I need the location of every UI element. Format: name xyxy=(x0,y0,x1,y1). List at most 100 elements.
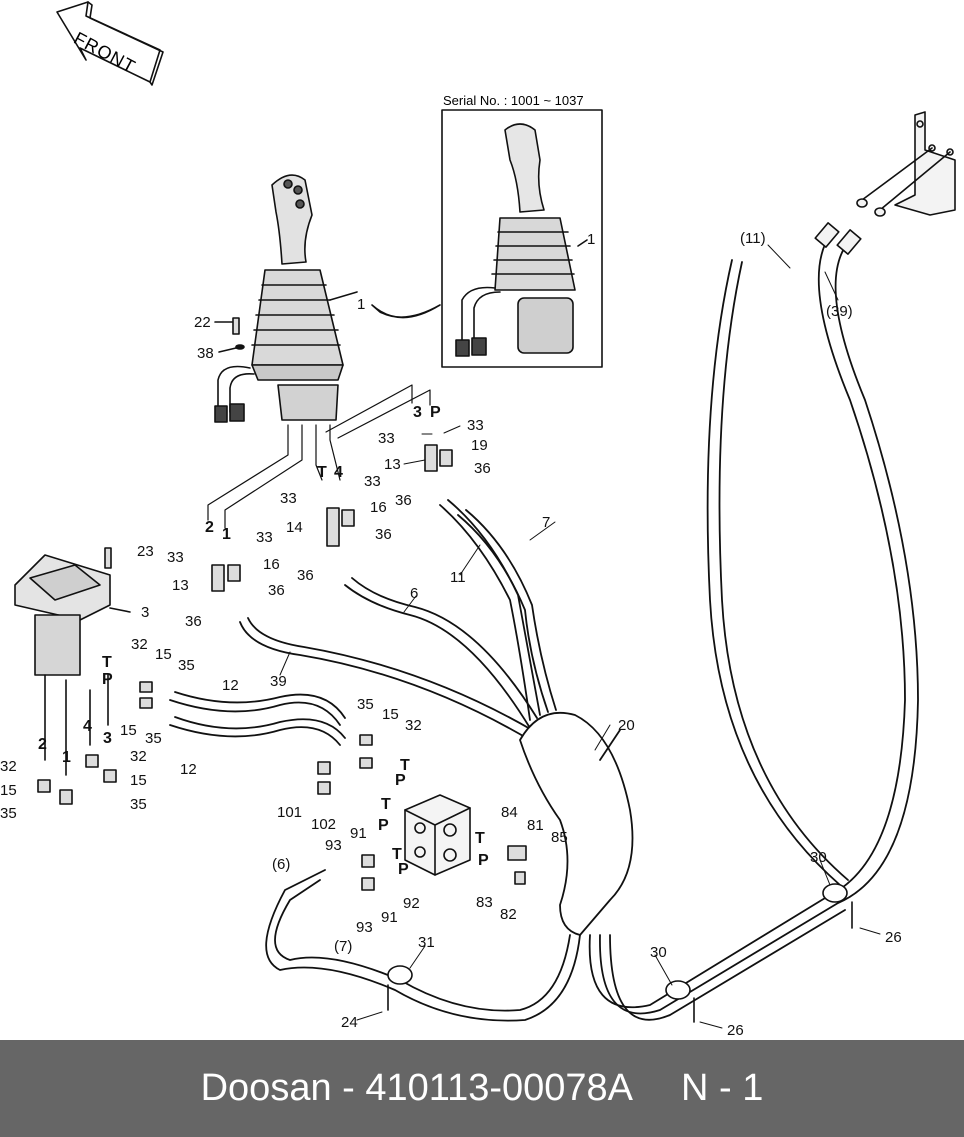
callout-c26b: 26 xyxy=(885,929,902,946)
callout-c4b: 4 xyxy=(83,718,92,735)
callout-c11: 11 xyxy=(450,569,466,586)
callout-c101: 101 xyxy=(277,804,303,821)
callout-c15c: 15 xyxy=(130,772,147,789)
callout-c33b: 33 xyxy=(378,430,395,447)
callout-c91a: 91 xyxy=(350,825,367,842)
clamps xyxy=(387,883,853,1023)
callout-c6: 6 xyxy=(410,585,419,602)
callout-c36d: 36 xyxy=(297,567,314,584)
footer-bar: Doosan - 410113-00078A N - 1 xyxy=(0,1040,964,1137)
mounting-bracket xyxy=(814,111,956,255)
callout-c15b: 15 xyxy=(120,722,137,739)
page-ref-label: N - 1 xyxy=(681,1067,764,1109)
callout-c91b: 91 xyxy=(381,909,398,926)
callout-c12b: 12 xyxy=(180,761,197,778)
callout-c36a: 36 xyxy=(474,460,491,477)
callout-cT: T xyxy=(317,464,327,481)
callout-c32b: 32 xyxy=(130,748,147,765)
callout-c33f: 33 xyxy=(167,549,184,566)
callout-leaders xyxy=(279,244,881,1029)
callout-c32c: 32 xyxy=(0,758,17,775)
callout-c93a: 93 xyxy=(325,837,342,854)
callout-cPl: P xyxy=(102,671,113,688)
callout-c84: 84 xyxy=(501,804,518,821)
callout-c1d: 1 xyxy=(62,749,71,766)
callout-c35d: 35 xyxy=(0,805,17,822)
joystick-assembly xyxy=(214,174,358,423)
callout-c3b: 3 xyxy=(103,730,112,747)
callout-c92: 92 xyxy=(403,895,420,912)
callout-c20: 20 xyxy=(618,717,635,734)
pilot-valve-left xyxy=(14,554,131,776)
callout-c22: 22 xyxy=(194,314,211,331)
callout-c19: 19 xyxy=(471,437,488,454)
hoses xyxy=(169,234,919,1022)
callout-c16a: 16 xyxy=(370,499,387,516)
callout-c36f: 36 xyxy=(185,613,202,630)
callout-c81: 81 xyxy=(527,817,544,834)
callout-cTm: T xyxy=(400,757,410,774)
callout-c85: 85 xyxy=(551,829,568,846)
callout-c31: 31 xyxy=(418,934,435,951)
callout-c13b: 13 xyxy=(172,577,189,594)
callout-cTr: T xyxy=(475,830,485,847)
callout-c3side: 3 xyxy=(141,604,150,621)
callout-c15e: 15 xyxy=(382,706,399,723)
front-arrow-icon xyxy=(56,1,164,86)
callout-c35e: 35 xyxy=(357,696,374,713)
callout-cTm3: T xyxy=(392,846,402,863)
callout-c1a: 1 xyxy=(357,296,366,313)
callout-c39: 39 xyxy=(270,673,287,690)
callout-c11p: (11) xyxy=(740,230,766,247)
callout-c82: 82 xyxy=(500,906,517,923)
callout-c35a: 35 xyxy=(178,657,195,674)
callout-c12a: 12 xyxy=(222,677,239,694)
callout-c36b: 36 xyxy=(395,492,412,509)
callout-c35b: 35 xyxy=(145,730,162,747)
serial-inset-label: Serial No. : 1001 ~ 1037 xyxy=(443,93,584,108)
part-number-label: Doosan - 410113-00078A xyxy=(200,1067,634,1109)
callout-c2b: 2 xyxy=(38,736,47,753)
callout-cTm2: T xyxy=(381,796,391,813)
callout-c4: 4 xyxy=(334,464,343,481)
callout-c36c: 36 xyxy=(375,526,392,543)
callout-c6p: (6) xyxy=(272,856,291,873)
callout-c32d: 32 xyxy=(405,717,422,734)
callout-cTl: T xyxy=(102,654,112,671)
callout-c15d: 15 xyxy=(0,782,17,799)
callout-c33a: 33 xyxy=(467,417,484,434)
callout-c36e: 36 xyxy=(268,582,285,599)
callout-c32a: 32 xyxy=(131,636,148,653)
callout-c15a: 15 xyxy=(155,646,172,663)
port-leader-lines xyxy=(207,384,431,529)
callout-c30a: 30 xyxy=(650,944,667,961)
callout-c1b: 1 xyxy=(587,231,596,248)
callout-c39p: (39) xyxy=(826,303,853,320)
callout-cPm2: P xyxy=(378,817,389,834)
callout-cPm: P xyxy=(395,772,406,789)
callout-c3top: 3 xyxy=(413,404,422,421)
callout-c38: 38 xyxy=(197,345,214,362)
callout-c1c: 1 xyxy=(222,526,231,543)
callout-cPr: P xyxy=(478,852,489,869)
fittings xyxy=(37,444,527,891)
callout-c83: 83 xyxy=(476,894,493,911)
serial-inset-box xyxy=(441,109,603,368)
callout-c93b: 93 xyxy=(356,919,373,936)
curved-pointer-icon xyxy=(371,304,441,319)
callout-c7p: (7) xyxy=(334,938,353,955)
callout-c102: 102 xyxy=(311,816,337,833)
callout-c24: 24 xyxy=(341,1014,358,1031)
callout-cPtop: P xyxy=(430,404,441,421)
callout-c35c: 35 xyxy=(130,796,147,813)
callout-c33c: 33 xyxy=(364,473,381,490)
manifold-block xyxy=(404,794,471,876)
callout-c33e: 33 xyxy=(256,529,273,546)
callout-c2: 2 xyxy=(205,519,214,536)
callout-c33d: 33 xyxy=(280,490,297,507)
callout-c13a: 13 xyxy=(384,456,401,473)
callout-c7: 7 xyxy=(542,514,551,531)
callout-c14: 14 xyxy=(286,519,303,536)
callout-cPm3: P xyxy=(398,861,409,878)
